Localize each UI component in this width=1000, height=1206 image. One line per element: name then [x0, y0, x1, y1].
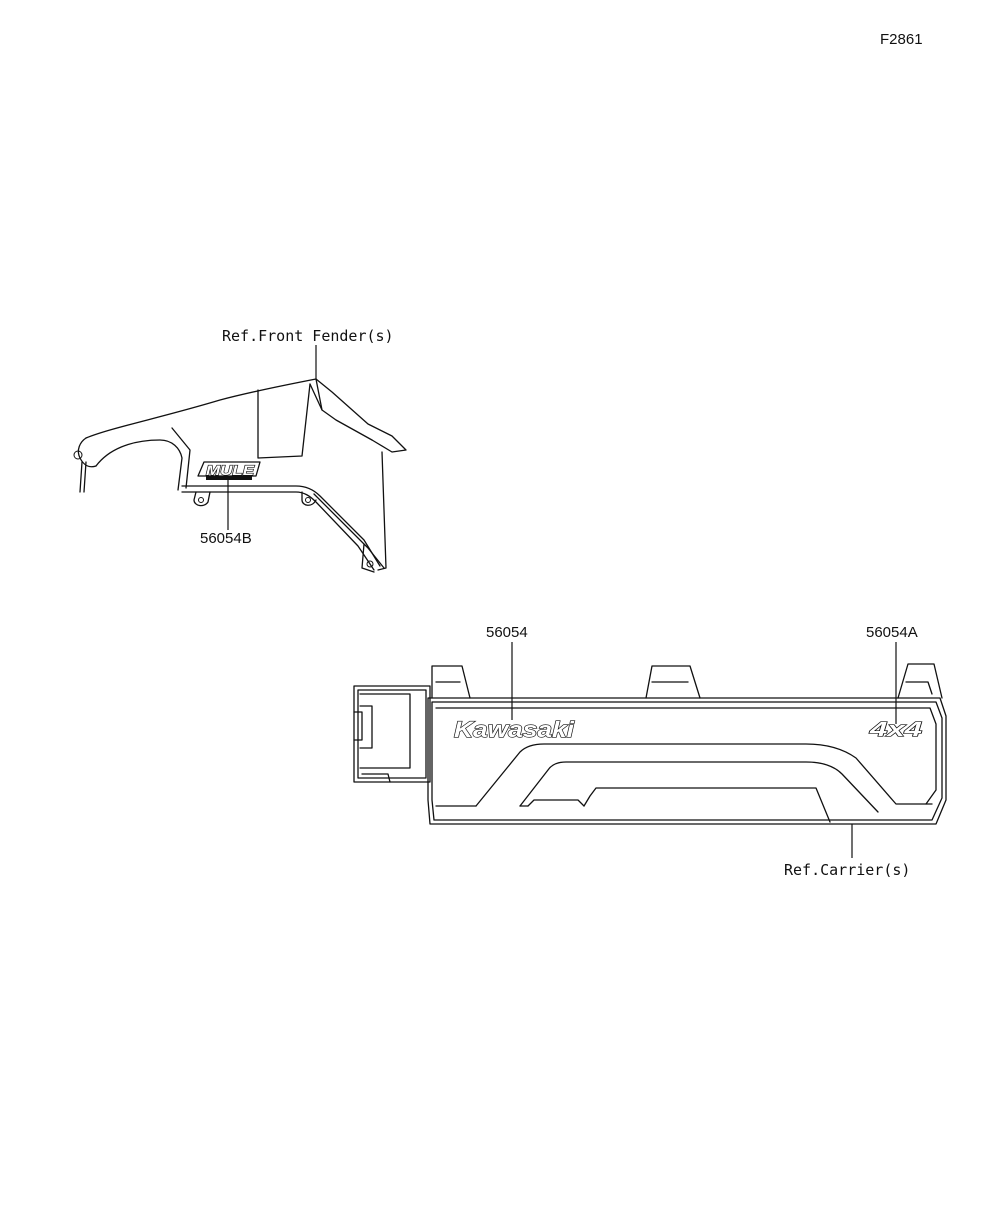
- front-fender-drawing: MULE: [73, 378, 407, 573]
- carrier-drawing: Kawasaki 4x4: [353, 663, 947, 825]
- kawasaki-decal-part-number: 56054: [486, 624, 528, 641]
- fourxfour-decal-part-number: 56054A: [866, 624, 918, 641]
- ref-front-fender-label: Ref.Front Fender(s): [222, 327, 394, 345]
- kawasaki-emblem: Kawasaki: [454, 717, 575, 742]
- fourxfour-emblem: 4x4: [868, 719, 922, 741]
- figure-code: F2861: [880, 31, 923, 48]
- ref-carrier-label: Ref.Carrier(s): [784, 861, 910, 879]
- mule-emblem: MULE: [206, 462, 255, 478]
- mule-decal-part-number: 56054B: [200, 530, 252, 547]
